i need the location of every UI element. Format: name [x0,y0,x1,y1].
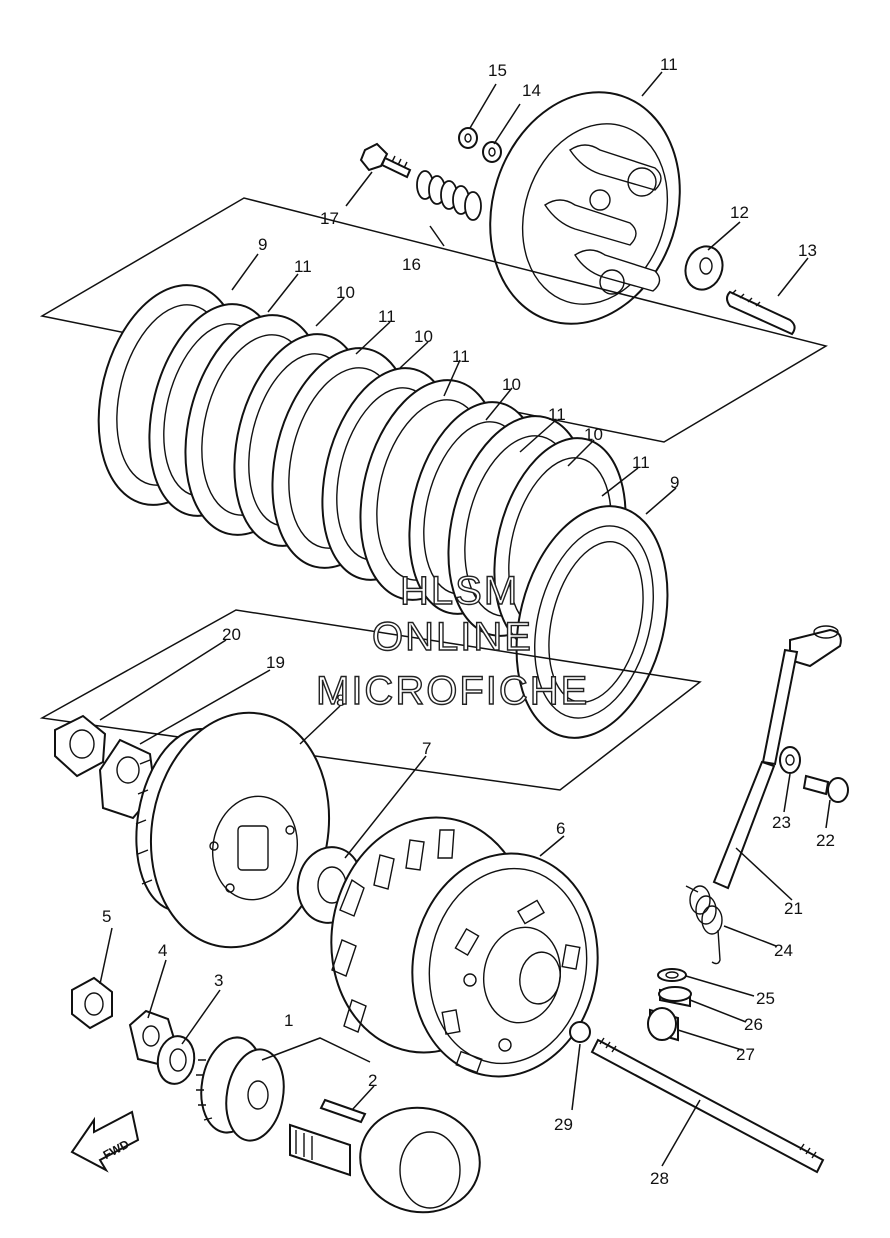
washer-3 [156,1035,196,1085]
callout-10-d: 10 [584,425,603,444]
crankshaft-end [289,1106,481,1214]
callout-11-d: 11 [548,405,566,424]
callout-18: 17 [320,209,339,228]
callout-11-c: 11 [452,347,470,366]
pressure-plate-assembly [359,91,796,336]
callout-13: 12 [730,203,749,222]
friction-plate-stack [97,284,669,739]
watermark: HLSM ONLINE MICROFICHE [315,568,589,713]
callout-27: 27 [736,1045,755,1064]
callout-3: 3 [214,971,223,990]
leader-lines [99,71,831,1167]
oil-seal-26 [658,986,692,1008]
callout-1: 1 [284,1011,293,1030]
steel-ball-29 [569,1021,591,1043]
callout-8: 8 [336,691,345,710]
push-lever-shaft [712,625,842,890]
callout-29: 29 [554,1115,573,1134]
callout-28: 28 [650,1169,669,1188]
callout-9-top: 9 [258,235,267,254]
callout-9-bottom: 9 [670,473,679,492]
bearing-27 [647,1007,679,1042]
watermark-line-1: HLSM [400,569,519,613]
watermark-line-3: MICROFICHE [316,669,589,713]
oil-seal [657,968,687,982]
callout-17: 16 [402,255,421,274]
callout-20: 20 [222,625,241,644]
nut-5 [71,976,113,1030]
callout-23: 23 [772,813,791,832]
callout-11-b: 11 [378,307,396,326]
callout-10-c: 10 [502,375,521,394]
callout-16: 15 [488,61,507,80]
callout-2: 2 [368,1071,377,1090]
callout-10-a: 10 [336,283,355,302]
callout-6: 6 [556,819,565,838]
callout-19: 19 [266,653,285,672]
fwd-arrow-icon: FWD [70,1110,140,1173]
boss-assembly-frame [39,609,702,791]
clutch-spring [416,170,482,221]
watermark-line-2: ONLINE [372,615,533,659]
callout-11-e: 11 [632,453,650,472]
callout-11-a: 11 [294,257,312,276]
callout-labels: 15 14 11 12 13 16 17 9 11 10 11 10 11 10… [102,55,835,1188]
callout-25: 25 [756,989,775,1008]
callout-26: 26 [744,1015,763,1034]
callout-5: 5 [102,907,111,926]
clutch-housing [330,816,599,1078]
callout-10-b: 10 [414,327,433,346]
callout-14: 13 [798,241,817,260]
callout-12: 11 [660,55,678,74]
washer-23 [779,746,801,774]
push-rod-28 [590,1037,825,1174]
callout-24: 24 [774,941,793,960]
primary-drive-gear [196,1036,285,1142]
callout-22: 22 [816,831,835,850]
primary-driven-gear [135,711,331,949]
bolt-22 [802,774,849,803]
callout-21: 21 [784,899,803,918]
return-spring [685,885,723,965]
callout-7: 7 [422,739,431,758]
callout-4: 4 [158,941,167,960]
boss-nut [54,714,107,778]
callout-15: 14 [522,81,541,100]
